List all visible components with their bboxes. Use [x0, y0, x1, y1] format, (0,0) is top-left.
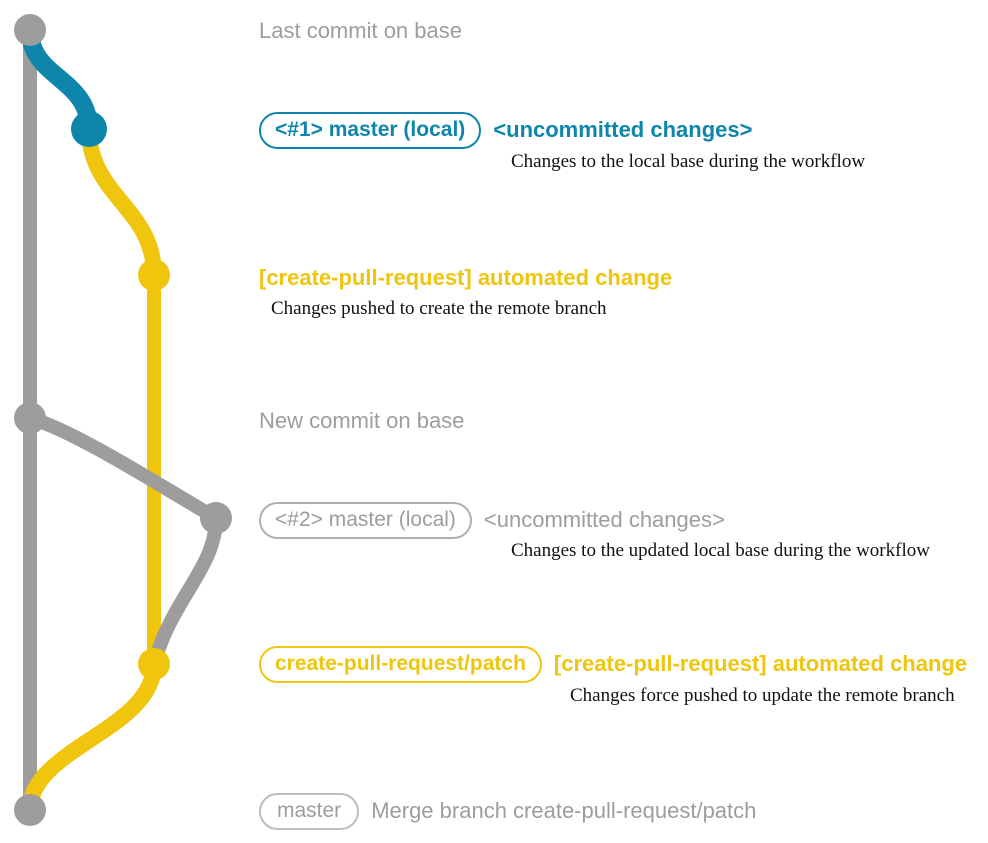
local1-to-remote1-line [81, 121, 162, 283]
branch-pill-remote[interactable]: create-pull-request/patch [259, 645, 542, 683]
entry-headline: <uncommitted changes> [493, 117, 753, 142]
entry-subtext-automated-change-2: Changes force pushed to update the remot… [570, 685, 955, 706]
entry-headline: [create-pull-request] automated change [259, 265, 673, 290]
local-commit-1-node[interactable] [71, 111, 107, 147]
entry-headline: [create-pull-request] automated change [553, 651, 968, 676]
entry-new-commit-on-base: New commit on base [259, 408, 464, 434]
local2-to-remote2-line [147, 511, 223, 671]
remote-commit-1-node[interactable] [138, 259, 170, 291]
entry-local-change-1: <#1> master (local) <uncommitted changes… [259, 111, 753, 149]
entry-local-change-2: <#2> master (local) <uncommitted changes… [259, 501, 725, 539]
entry-subtext-automated-change-1: Changes pushed to create the remote bran… [271, 298, 607, 319]
branch-pill-local-1[interactable]: <#1> master (local) [259, 111, 482, 149]
entry-subtext-local-change-1: Changes to the local base during the wor… [511, 151, 866, 172]
entry-headline: New commit on base [259, 408, 465, 433]
base-new-commit-node[interactable] [14, 402, 46, 434]
entry-headline: Merge branch create-pull-request/patch [371, 798, 757, 823]
local-commit-2-node[interactable] [200, 502, 232, 534]
entry-headline: Last commit on base [259, 18, 462, 43]
remote-commit-2-node[interactable] [138, 648, 170, 680]
entry-subtext-local-change-2: Changes to the updated local base during… [511, 540, 930, 561]
base-head-commit-node[interactable] [14, 14, 46, 46]
entry-automated-change-2: create-pull-request/patch [create-pull-r… [259, 645, 968, 683]
remote2-to-merge-line [22, 656, 162, 818]
commit-graph [14, 14, 232, 826]
merge-commit-node[interactable] [14, 794, 46, 826]
branch-pill-local-2[interactable]: <#2> master (local) [259, 501, 472, 539]
base-to-local2-line [23, 411, 223, 525]
entry-headline: <uncommitted changes> [483, 507, 725, 532]
entry-automated-change-1: [create-pull-request] automated change [259, 265, 672, 291]
branch-pill-master[interactable]: master [259, 792, 360, 830]
entry-merge-commit: master Merge branch create-pull-request/… [259, 792, 757, 830]
entry-last-commit-on-base: Last commit on base [259, 18, 462, 44]
